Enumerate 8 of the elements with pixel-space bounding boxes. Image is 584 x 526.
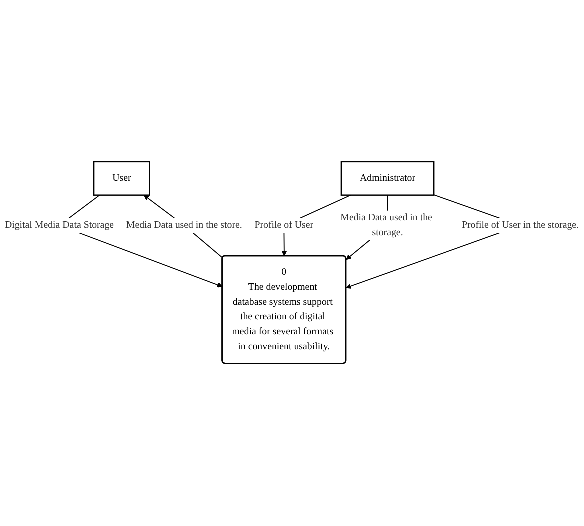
edge-label: Profile of User in the storage. bbox=[462, 220, 580, 231]
edge-label: Media Data used in the storage. bbox=[340, 212, 432, 238]
process-box: 0 The development database systems support the creation of digital media for several formats in convenient usability. bbox=[222, 256, 347, 364]
edge-label: Digital Media Data Storage bbox=[4, 220, 114, 231]
edge-label: Media Data used in the store. bbox=[126, 220, 242, 231]
edge-label: Profile of User bbox=[254, 220, 314, 231]
process-box: User bbox=[93, 162, 150, 196]
process-box: Administrator bbox=[340, 162, 435, 196]
